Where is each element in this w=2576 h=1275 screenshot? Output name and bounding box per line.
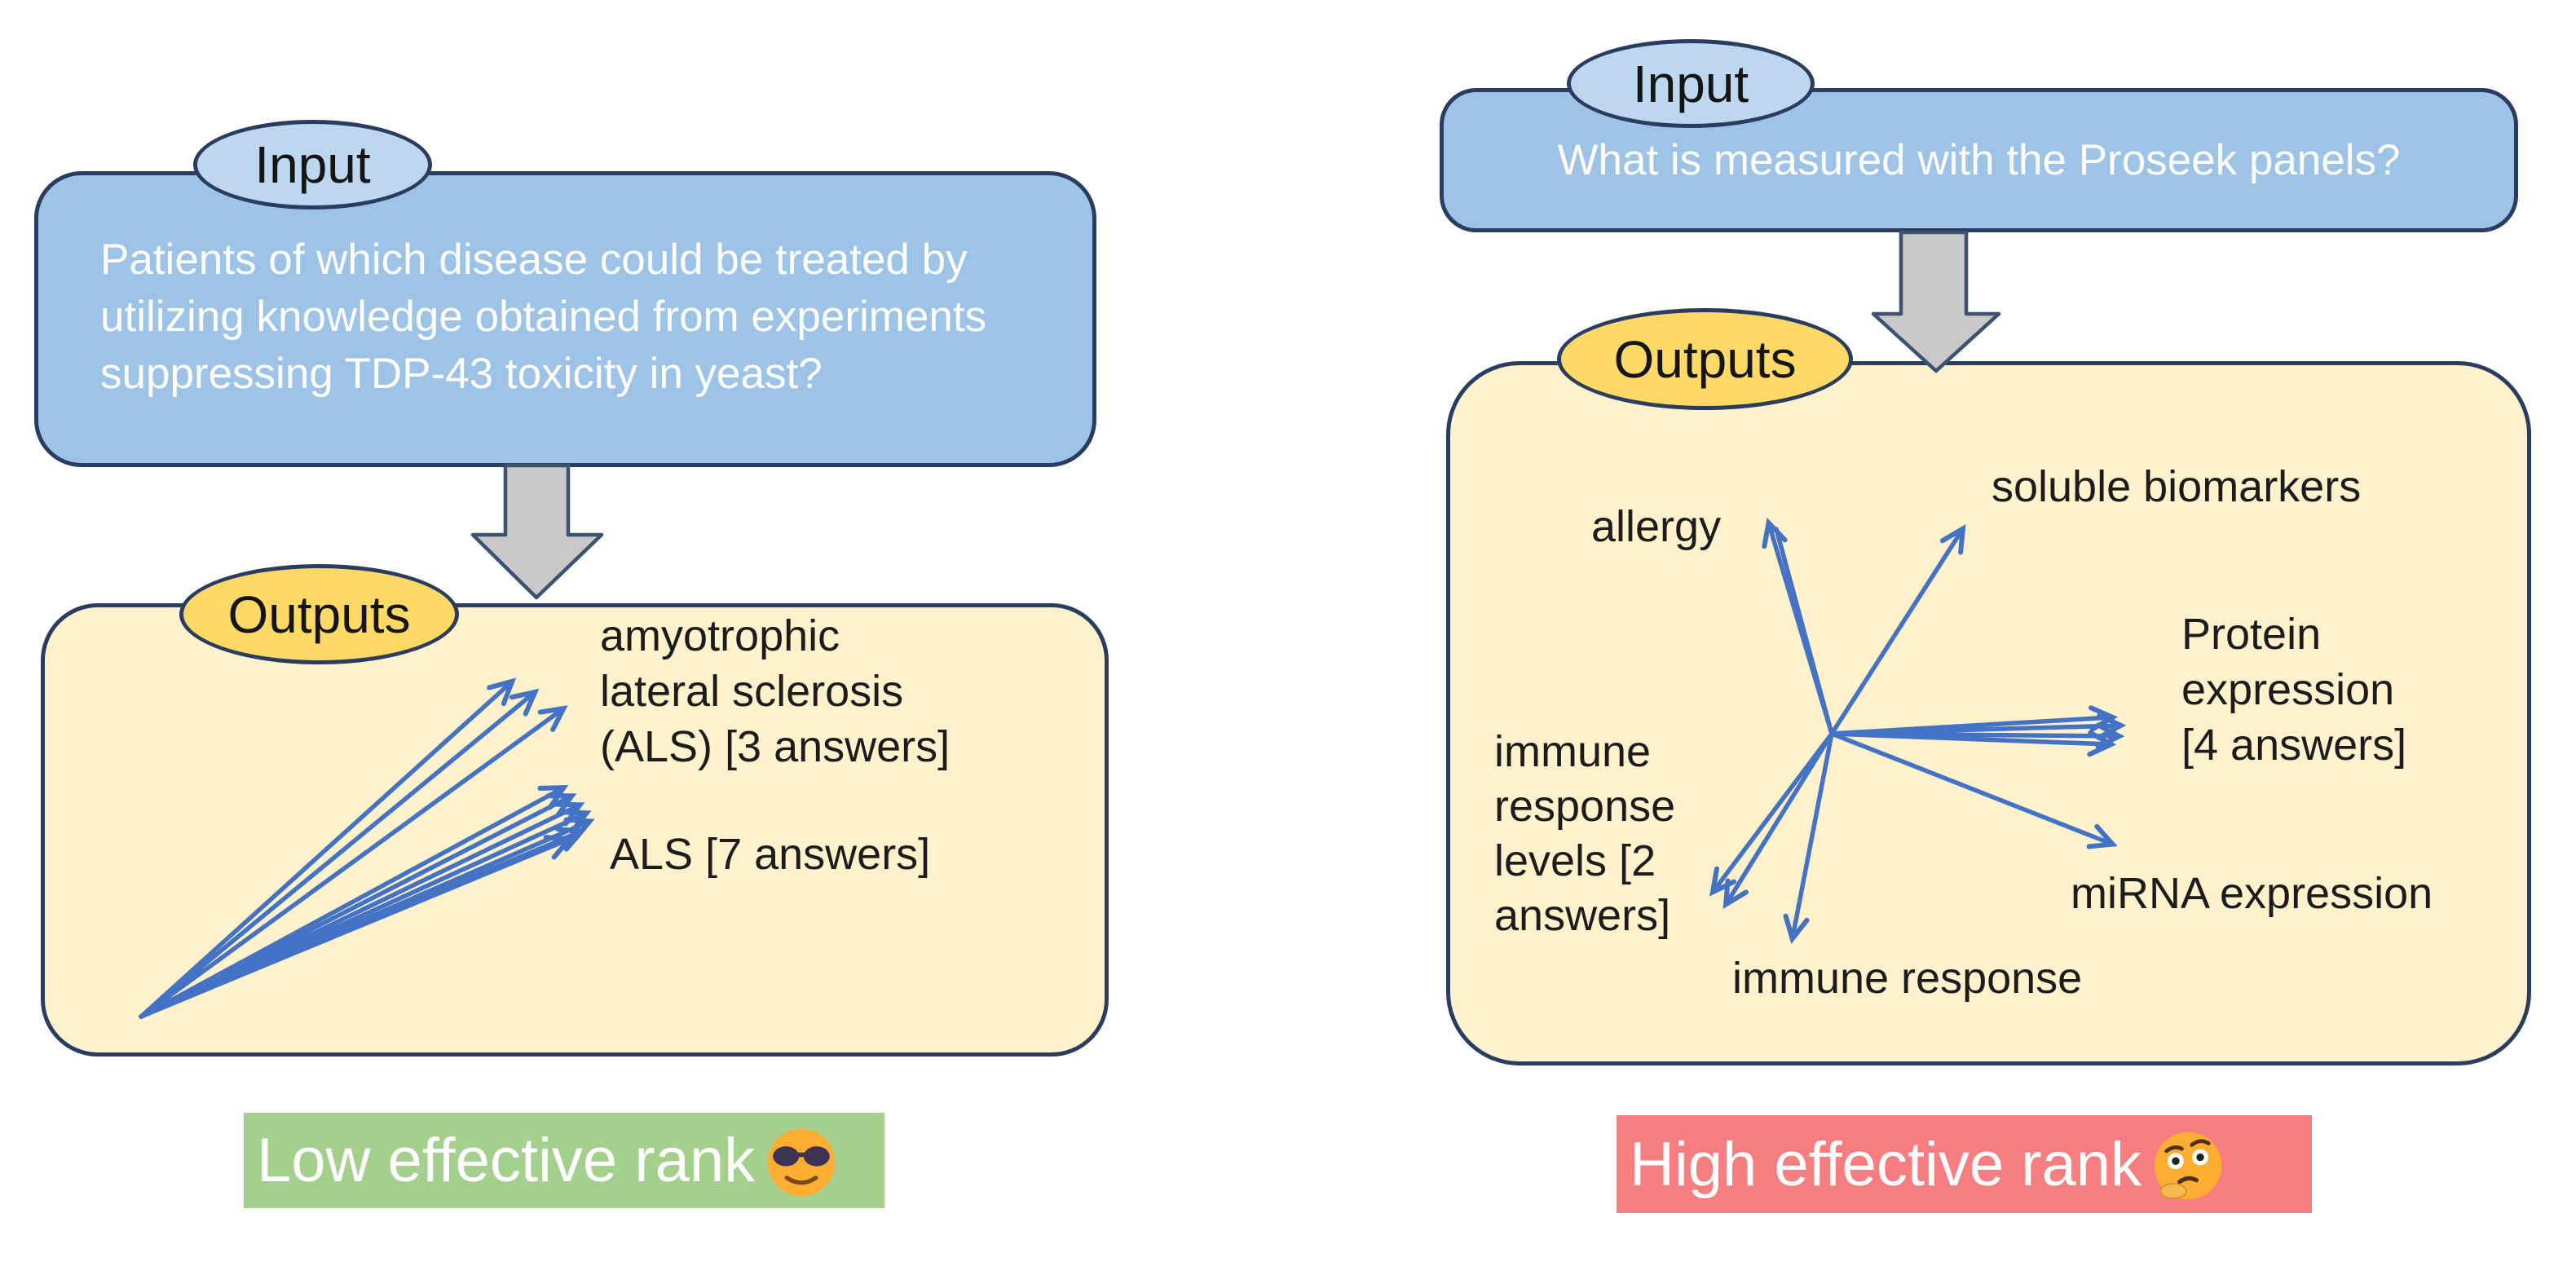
right-flow-arrow-icon bbox=[1871, 230, 2001, 373]
right-answer-immune-response-levels: immune response levels [2 answers] bbox=[1494, 725, 1675, 943]
answer-line: [4 answers] bbox=[2181, 721, 2407, 770]
right-answer-soluble-biomarkers: soluble biomarkers bbox=[1992, 462, 2362, 511]
right-outputs-badge-label: Outputs bbox=[1613, 329, 1797, 389]
low-effective-rank-label: Low effective rank bbox=[244, 1113, 884, 1208]
left-outputs-badge-label: Outputs bbox=[227, 585, 411, 644]
left-flow-arrow-icon bbox=[470, 463, 604, 600]
high-effective-rank-text: High effective rank bbox=[1630, 1129, 2142, 1199]
answer-line: levels [2 bbox=[1494, 836, 1656, 885]
left-input-badge: Input bbox=[193, 120, 432, 210]
right-question-text: What is measured with the Proseek panels… bbox=[1557, 136, 2401, 184]
right-answer-immune-response: immune response bbox=[1732, 954, 2083, 1003]
left-answer-als-long: amyotrophic lateral sclerosis (ALS) [3 a… bbox=[600, 608, 950, 774]
right-answer-allergy: allergy bbox=[1591, 502, 1722, 551]
question-line: Patients of which disease could be treat… bbox=[100, 236, 968, 284]
right-answer-protein-expression: Protein expression [4 answers] bbox=[2181, 607, 2406, 773]
answer-line: ALS [7 answers] bbox=[610, 830, 931, 879]
answer-line: (ALS) [3 answers] bbox=[600, 722, 951, 771]
sunglasses-emoji-icon bbox=[767, 1128, 836, 1196]
right-input-badge: Input bbox=[1567, 39, 1815, 128]
answer-line: lateral sclerosis bbox=[600, 667, 904, 716]
answer-line: response bbox=[1494, 782, 1676, 831]
answer-line: amyotrophic bbox=[600, 611, 840, 660]
high-effective-rank-label: High effective rank bbox=[1617, 1115, 2312, 1213]
answer-line: expression bbox=[2181, 665, 2395, 714]
left-input-question-box bbox=[34, 171, 1096, 467]
right-answer-mirna-expression: miRNA expression bbox=[2071, 869, 2433, 918]
right-input-badge-label: Input bbox=[1632, 54, 1749, 113]
right-input-question-box: What is measured with the Proseek panels… bbox=[1440, 88, 2518, 232]
question-line: suppressing TDP-43 toxicity in yeast? bbox=[100, 350, 823, 398]
left-answer-als-short: ALS [7 answers] bbox=[610, 827, 930, 882]
left-question-text: Patients of which disease could be treat… bbox=[100, 232, 986, 403]
thinking-face-emoji-icon bbox=[2154, 1132, 2222, 1200]
right-outputs-badge: Outputs bbox=[1557, 308, 1853, 410]
left-outputs-badge: Outputs bbox=[179, 564, 459, 664]
answer-line: Protein bbox=[2181, 610, 2322, 659]
right-outputs-box bbox=[1446, 361, 2531, 1065]
low-effective-rank-text: Low effective rank bbox=[257, 1126, 756, 1195]
left-input-badge-label: Input bbox=[254, 135, 371, 194]
answer-line: answers] bbox=[1494, 891, 1671, 940]
answer-line: immune bbox=[1494, 727, 1652, 776]
question-line: utilizing knowledge obtained from experi… bbox=[100, 293, 987, 341]
